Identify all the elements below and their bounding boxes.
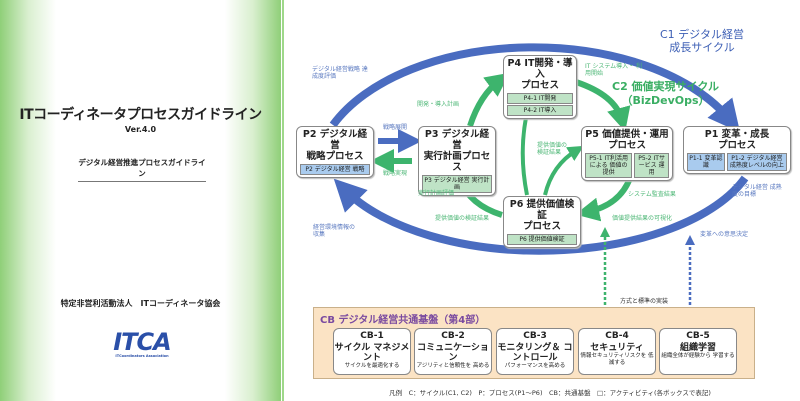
c2-arc-p5-p6: [575, 176, 633, 222]
p5-title-2: プロセス: [607, 140, 646, 151]
activity[interactable]: P1-2 デジタル経営 成熟度レベルの向上: [726, 153, 787, 171]
cover-title: ITコーディネータプロセスガイドライン: [19, 107, 262, 123]
p2-box[interactable]: P2 デジタル経営戦略プロセス P2 デジタル経営 戦略: [296, 126, 374, 178]
p3-box[interactable]: P3 デジタル経営実行計画プロセス P3 デジタル経営 実行計画: [418, 126, 496, 196]
version: Ver.4.0: [124, 125, 157, 134]
label-exec-eval: 実行計画評価: [418, 190, 455, 197]
label-strategy-realize: 戦略実現: [383, 170, 408, 177]
p6-p4-arrow: [518, 100, 534, 196]
activity[interactable]: P1-1 変革認識: [687, 153, 725, 171]
label-it-start: IT システム導入・ 利用開始: [585, 63, 643, 77]
p6-box[interactable]: P6 提供価値検証プロセス P6 提供価値検証: [503, 196, 581, 248]
label-strategy-deploy: 戦略展開: [383, 124, 408, 131]
activity[interactable]: P5-1 IT利活用による 価値の提供: [585, 153, 633, 178]
activity[interactable]: P6 提供価値検証: [507, 234, 577, 245]
activity[interactable]: P3 デジタル経営 実行計画: [422, 175, 492, 193]
p3-title: P3 デジタル経営: [424, 129, 490, 151]
p6-p5-arrow: [543, 145, 584, 196]
legend: 凡例 C：サイクル(C1, C2) P：プロセス(P1～P6) CB：共通基盤 …: [389, 389, 711, 397]
p3-title-2: 実行計画プロセス: [423, 151, 491, 173]
activity[interactable]: P4-1 IT開発: [507, 93, 573, 104]
p1-title: P1 変革・成長: [704, 129, 770, 140]
c2-arc-p3-p4: [467, 72, 510, 127]
label-methods: 方式と標準の実装: [620, 298, 669, 305]
label-visualize: 価値提供結果の可視化: [612, 215, 673, 222]
p5-title: P5 価値提供・運用: [585, 129, 669, 140]
c2-label: C2 価値実現サイクル（BizDevOps）: [612, 80, 720, 107]
p6-title: P6 提供価値検証: [509, 199, 575, 221]
p1-title-2: プロセス: [717, 140, 756, 151]
divider: [282, 0, 284, 401]
label-value-verify: 提供価値の 検証結果: [537, 142, 568, 156]
label-value-verify-2: 提供価値の検証結果: [435, 215, 490, 222]
cover-subtitle: デジタル経営推進プロセスガイドライン: [78, 157, 206, 182]
p4-title-2: プロセス: [520, 80, 559, 91]
activity[interactable]: P5-2 ITサービス 運用: [634, 153, 669, 178]
cb-title: CB デジタル経営共通基盤（第4部）: [320, 315, 486, 326]
c1-arc-top: [329, 43, 741, 133]
activity[interactable]: P2 デジタル経営 戦略: [300, 164, 370, 175]
p4-title: P4 IT開発・導入: [507, 58, 573, 80]
c1-label: C1 デジタル経営成長サイクル: [660, 28, 744, 54]
label-dev-plan: 開発・導入計画: [417, 101, 460, 108]
label-audit: システム監査結果: [628, 191, 676, 198]
p2-title-2: 戦略プロセス: [306, 151, 364, 162]
label-maturity-goal: デジタル経営 成熟度の目標: [732, 184, 782, 198]
cover-panel: [0, 0, 281, 401]
p2-title: P2 デジタル経営: [302, 129, 368, 151]
c2-arc-p4-p5: [575, 79, 631, 132]
label-decision: 変革への意思決定: [700, 231, 749, 238]
p6-title-2: プロセス: [522, 221, 561, 232]
c1-arc-bottom: [333, 175, 749, 255]
activity[interactable]: P4-2 IT導入: [507, 105, 573, 116]
label-env-info: 経営環境情報の 収集: [313, 224, 356, 238]
label-strategy-eval: デジタル経営戦略 達成度評価: [312, 66, 368, 80]
organization: 特定非営利活動法人 ITコーディネータ協会: [60, 299, 221, 308]
